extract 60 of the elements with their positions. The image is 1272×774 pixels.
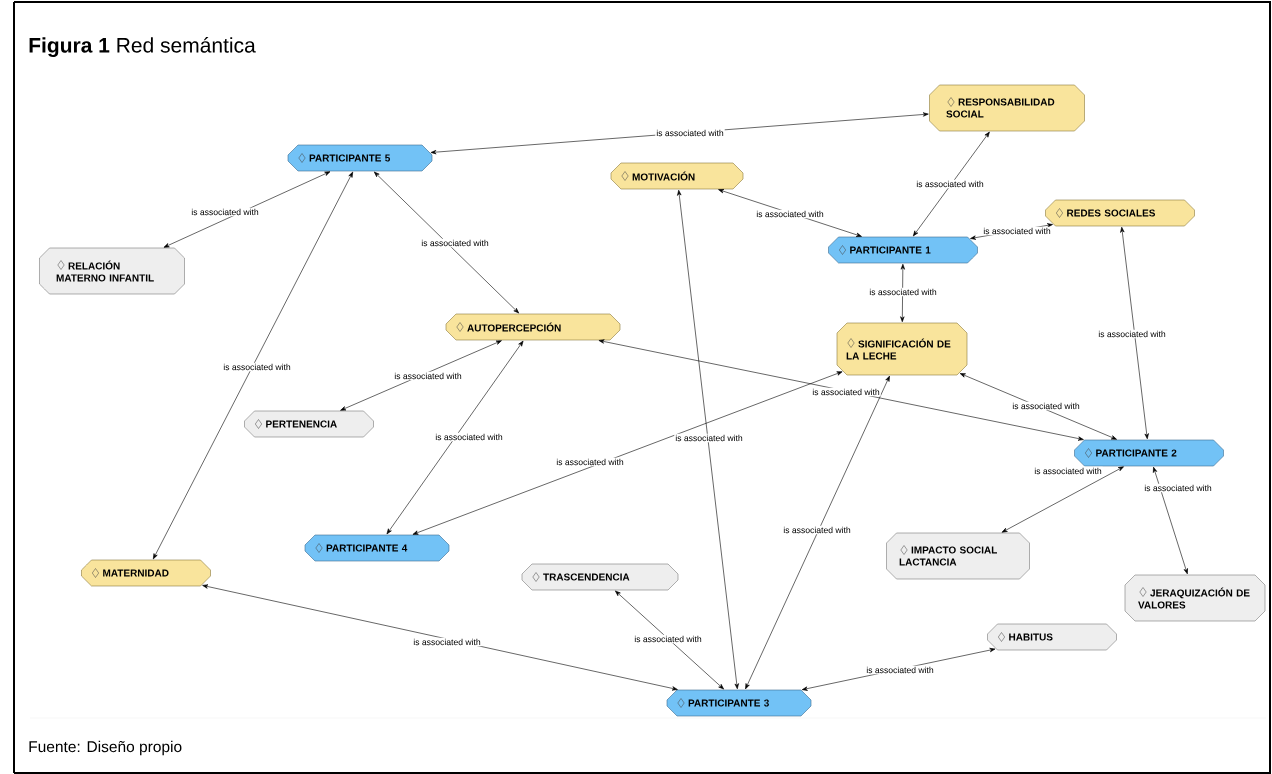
edge-label: is associated with [434,432,504,442]
arrow [386,340,524,535]
concept-box: MATERNIDAD [81,559,211,587]
edge-label: is associated with [755,209,825,219]
figure-title: Figura 1 Red semántica [29,37,256,57]
edge-label: is associated with [811,387,881,397]
edge-label: is associated with [674,433,744,443]
arrow [373,171,520,314]
edge-label: is associated with [1011,401,1081,411]
edge-label: is associated with [1143,483,1213,493]
arrow [1153,466,1188,575]
concept-box: RESPONSABILIDAD SOCIAL [929,84,1085,132]
arrow [745,375,890,690]
concept-box: PARTICIPANTE 5 [287,144,433,172]
arrow [1120,226,1149,440]
edge-label: is associated with [412,637,482,647]
concept-box: MOTIVACIÓN [610,162,744,190]
edge-label: is associated with [222,362,292,372]
edge-label: is associated with [655,128,725,138]
arrow [163,171,331,248]
edge-label: is associated with [1033,466,1103,476]
edge-label: is associated with [393,371,463,381]
edge-label: is associated with [633,634,703,644]
concept-box: REDES SOCIALES [1045,199,1195,227]
concept-box: AUTOPERCEPCIÓN [445,313,621,341]
edge-label: is associated with [782,525,852,535]
concept-box: PARTICIPANTE 1 [828,236,978,264]
concept-box: RELACIÓN MATERNO INFANTIL [39,247,185,295]
arrow [718,189,862,237]
edge-label: is associated with [915,179,985,189]
arrow [900,263,905,323]
source-note: Fuente: Diseño propio [29,740,182,756]
edge-label: is associated with [982,226,1052,236]
concept-box: TRASCENDENCIA [521,563,679,591]
concept-box: PERTENENCIA [244,410,374,438]
arrow [959,373,1117,440]
edge-label: is associated with [190,207,260,217]
arrow [202,584,678,691]
edge-label: is associated with [555,457,625,467]
arrow [1001,466,1124,533]
edge-label: is associated with [868,287,938,297]
arrow [430,112,929,155]
concept-box: HABITUS [987,623,1117,651]
arrow [598,339,1084,441]
arrow [615,590,724,690]
concept-box: SIGNIFICACIÓN DE LA LECHE [836,322,968,376]
concept-box: PARTICIPANTE 2 [1074,439,1224,467]
arrow [152,171,354,560]
arrow [913,131,990,237]
concept-box: PARTICIPANTE 4 [304,534,450,562]
arrow [340,340,502,411]
edge-label: is associated with [1097,329,1167,339]
arrow [801,648,996,691]
concept-box: JERAQUIZACIÓN DE VALORES [1124,574,1266,622]
arrow [412,371,843,535]
edge-label: is associated with [865,665,935,675]
concept-box: IMPACTO SOCIAL LACTANCIA [886,532,1030,580]
arrow [677,189,739,690]
edge-label: is associated with [420,238,490,248]
concept-box: PARTICIPANTE 3 [666,689,812,717]
